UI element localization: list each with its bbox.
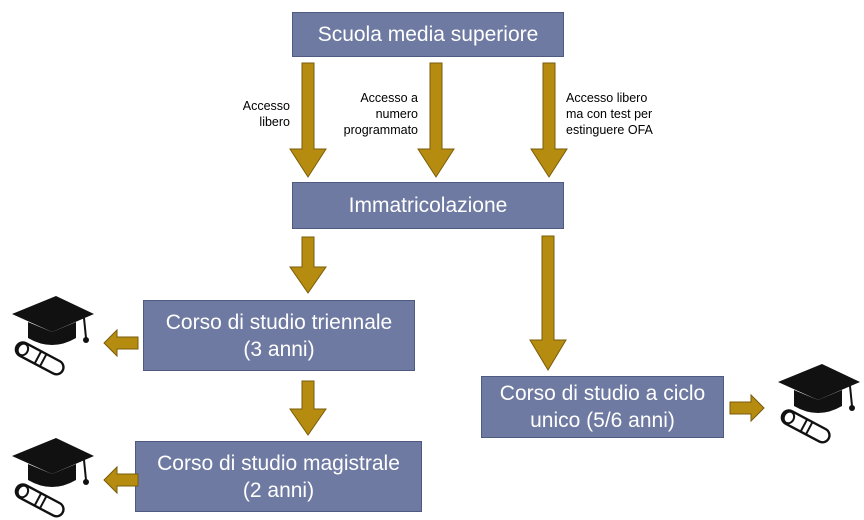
graduation-cap-diploma-icon (12, 438, 94, 518)
edge-label-accesso-libero: Accesso libero (242, 99, 290, 129)
node-triennale-line2: (3 anni) (243, 337, 315, 361)
arrow-down-accesso-libero (289, 62, 327, 178)
arrow-left-triennale-graduation (103, 328, 139, 358)
arrow-down-test-ofa (530, 62, 568, 178)
node-scuola-media-superiore: Scuola media superiore (292, 12, 564, 57)
node-ciclo-unico-line2: unico (5/6 anni) (530, 409, 675, 432)
node-immatricolazione: Immatricolazione (292, 182, 564, 229)
node-corso-ciclo-unico: Corso di studio a ciclo unico (5/6 anni) (481, 376, 724, 438)
node-corso-triennale: Corso di studio triennale (3 anni) (143, 300, 415, 371)
edge-label-numero-programmato: Accesso a numero programmato (343, 91, 418, 137)
arrow-right-ciclo-unico-graduation (729, 393, 765, 423)
node-corso-magistrale: Corso di studio magistrale (2 anni) (135, 441, 422, 512)
arrow-down-numero-programmato (417, 62, 455, 178)
node-triennale-line1: Corso di studio triennale (165, 310, 393, 334)
arrow-down-to-ciclo-unico (529, 235, 567, 371)
node-magistrale-line2: (2 anni) (242, 478, 315, 502)
node-scuola-label: Scuola media superiore (317, 23, 539, 46)
arrow-left-magistrale-graduation (103, 465, 139, 495)
arrow-down-to-magistrale (289, 380, 327, 436)
node-immatricolazione-label: Immatricolazione (348, 194, 508, 217)
graduation-cap-diploma-icon (12, 296, 94, 376)
graduation-cap-diploma-icon (778, 364, 860, 444)
node-ciclo-unico-line1: Corso di studio a ciclo (499, 382, 706, 405)
edge-label-test-ofa: Accesso libero ma con test per estinguer… (566, 91, 653, 137)
node-magistrale-line1: Corso di studio magistrale (157, 451, 400, 475)
arrow-down-to-triennale (289, 236, 327, 294)
